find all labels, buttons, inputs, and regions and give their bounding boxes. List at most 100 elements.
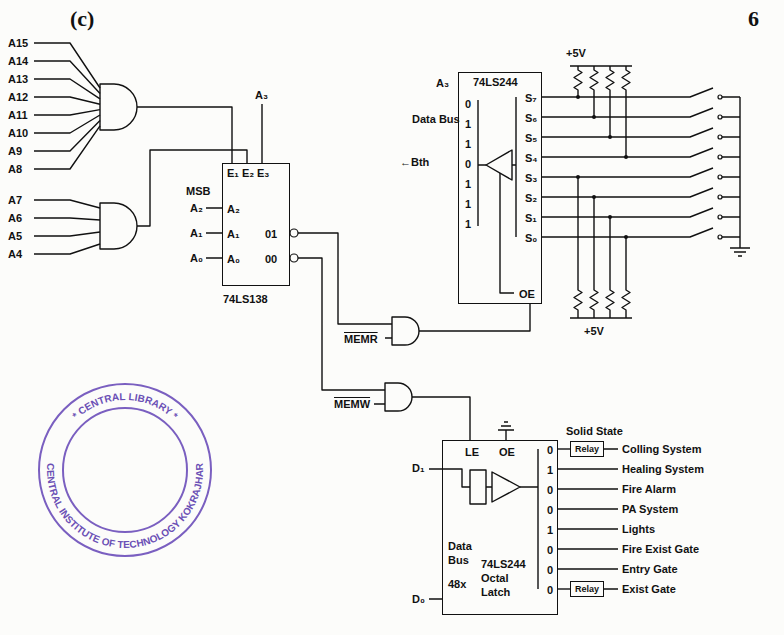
inverter-bubble [290,229,298,237]
address-line: A15 [8,36,28,50]
switch-contact [718,175,722,179]
address-line: A8 [8,162,22,176]
pin-label: 1 [465,197,471,211]
pin-label: 74LS244 Octal Latch [481,557,526,599]
address-line: A13 [8,72,28,86]
switch-symbol [542,88,740,237]
switch-contact [718,215,722,219]
pin-label: A₂ [227,202,240,216]
load-label: Lights [622,522,655,536]
address-line: A10 [8,126,28,140]
control-wires [374,304,530,440]
pin-label: 01 [265,227,277,241]
relay-wire [558,588,570,589]
bus-label: ←Bth [400,155,429,169]
part-letter: (c) [70,6,94,32]
pin-label: E₂ [242,166,254,180]
latch-internal [429,449,538,599]
pin-label: 0 [465,157,471,171]
supply-label: +5V [566,46,586,60]
question-number: 6 [748,6,759,32]
bus-label: Data Bus [412,112,460,126]
stamp-text: CENTRAL INSTITUTE OF TECHNOLOGY KOKRAJHA… [45,462,205,550]
stamp-ring [39,384,211,556]
pin-label: 0 [547,563,553,577]
relay-wire [558,448,570,449]
address-line: A6 [8,211,22,225]
decoder-chip: E₁E₂E₃A₂A₁A₀010074LS138 [222,163,290,286]
pin-label: E₁ [227,166,239,180]
load-label: Entry Gate [622,562,678,576]
pin-label: Data Bus [448,539,472,567]
supply-label: +5V [584,324,604,338]
relay-text: Relay [573,443,601,455]
pin-label: 00 [265,252,277,266]
stamp-ring [63,408,187,532]
pin-label: 1 [465,217,471,231]
pin-label: S₀ [525,231,537,245]
resistor-symbol [574,177,630,318]
load-label: Fire Alarm [622,482,676,496]
switch-contacts [718,95,722,239]
address-line: A9 [8,144,22,158]
pin-label: OE [519,287,535,301]
signal-label: A₃ [255,88,268,102]
data-line: D₁ [412,461,425,475]
relay-text: Relay [573,583,601,595]
resistor-symbol [574,66,630,157]
supply-bus [570,66,632,318]
pin-label: 1 [465,117,471,131]
pin-label: 0 [547,543,553,557]
pin-label: A₁ [227,227,240,241]
data-line: D₀ [412,592,425,606]
address-wires [34,43,100,254]
pin-label: 1 [547,523,553,537]
and-gate [100,84,137,130]
output-wires [558,449,618,589]
pin-label: 0 [547,483,553,497]
relay-note: Solid State [566,424,623,438]
address-line: A7 [8,193,22,207]
pin-note: MSB [186,184,210,198]
pin-label: 1 [547,463,553,477]
pin-label: 1 [465,177,471,191]
signal-label: A₁ [190,226,203,240]
pin-label: A₀ [227,252,240,266]
pin-label: S₃ [525,171,537,185]
pin-label: 0 [547,443,553,457]
address-line: A5 [8,229,22,243]
and-gate [100,203,137,249]
pin-label: 0 [547,503,553,517]
load-label: Colling System [622,442,701,456]
address-line: A14 [8,54,28,68]
buffer-triangle [492,472,520,502]
switch-contact [718,135,722,139]
pin-label: E₃ [257,166,269,180]
pin-label: 74LS244 [473,75,518,89]
relay-box: Relay [570,441,604,457]
enable-wires [137,104,262,226]
load-label: PA System [622,502,678,516]
buffer-triangle [486,150,512,180]
pin-label: S₂ [525,191,537,205]
pin-label: S₄ [525,151,538,165]
switch-contact [718,95,722,99]
pin-label: 0 [465,97,471,111]
pin-label: S₁ [525,211,537,225]
signal-label: A₀ [190,251,203,265]
pin-label: S₅ [525,131,537,145]
control-signal: MEMR [344,332,378,346]
load-label: Healing System [622,462,704,476]
switch-contact [718,235,722,239]
buffer-chip: 74LS2440110111S₇S₆S₅S₄S₃S₂S₁S₀OE [458,72,542,304]
switch-contact [718,115,722,119]
select-wires [206,208,222,258]
pin-label: S₇ [525,91,537,105]
pin-label: S₆ [525,111,537,125]
decoder-output-wires [298,233,392,390]
pin-label: 0 [547,583,553,597]
pin-label: 48x [448,577,466,591]
ground-symbol [730,97,750,256]
stamp-text: * CENTRAL LIBRARY * [70,391,180,421]
